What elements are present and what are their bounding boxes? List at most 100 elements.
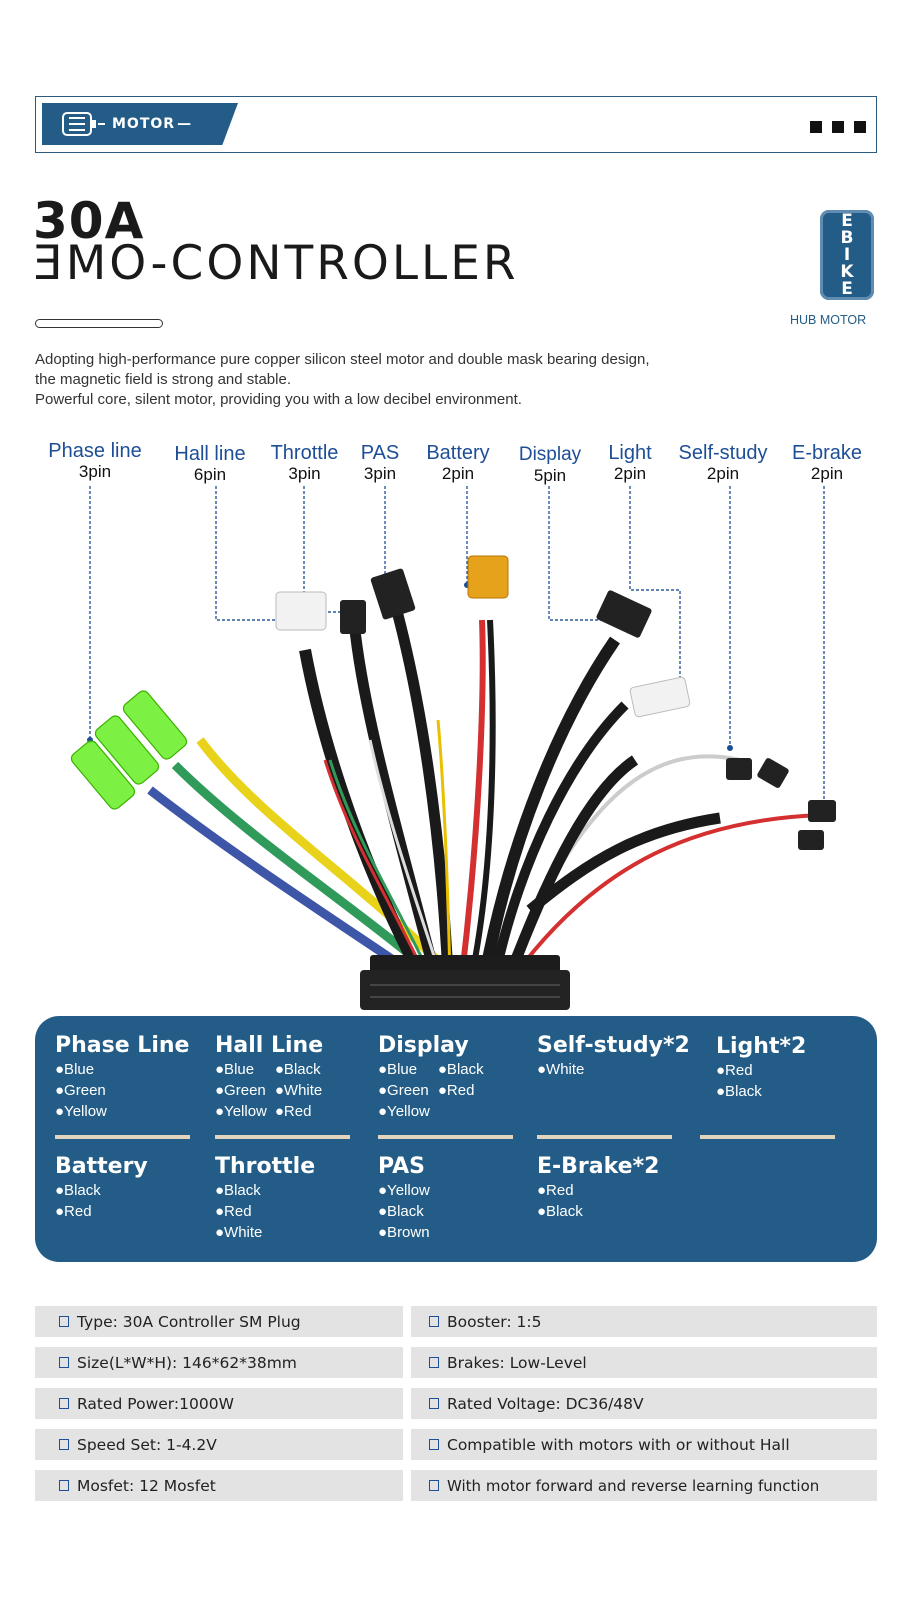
group-separator bbox=[55, 1135, 190, 1139]
checkbox-icon bbox=[429, 1398, 439, 1409]
spec-text: Booster: 1:5 bbox=[447, 1312, 542, 1331]
group-title: Hall Line bbox=[215, 1033, 324, 1058]
dot bbox=[810, 121, 822, 133]
pin-name: PAS bbox=[360, 442, 400, 464]
menu-dots bbox=[810, 121, 866, 133]
pin-name: Display bbox=[518, 444, 582, 465]
spec-text: Rated Power:1000W bbox=[77, 1394, 234, 1413]
header-banner: MOTOR — bbox=[35, 96, 877, 153]
wire-color: ●White bbox=[215, 1224, 263, 1241]
group-battery: Battery ●Black ●Red bbox=[55, 1154, 148, 1222]
pin-count: 5pin bbox=[533, 466, 567, 485]
spec-row: Booster: 1:5 bbox=[411, 1306, 877, 1337]
spec-text: Size(L*W*H): 146*62*38mm bbox=[77, 1353, 297, 1372]
wire-color: ●Red bbox=[55, 1203, 92, 1220]
group-e-brake: E-Brake*2 ●Red ●Black bbox=[537, 1154, 659, 1222]
badge-line: — bbox=[177, 116, 193, 132]
logo-letter: I bbox=[843, 244, 851, 265]
wire-color: ●Yellow bbox=[55, 1103, 107, 1120]
motor-badge: MOTOR — bbox=[42, 103, 238, 145]
checkbox-icon bbox=[59, 1316, 69, 1327]
checkbox-icon bbox=[429, 1439, 439, 1450]
title-product: ƎMO-CONTROLLER bbox=[33, 236, 519, 291]
checkbox-icon bbox=[59, 1439, 69, 1450]
controller-body bbox=[360, 955, 570, 1010]
group-separator bbox=[700, 1135, 835, 1139]
pin-label-hall: Hall line 6pin bbox=[165, 443, 255, 484]
spec-row: Speed Set: 1-4.2V bbox=[35, 1429, 403, 1460]
wire-color: ●Black bbox=[55, 1182, 101, 1199]
wire-color: ●Red bbox=[274, 1103, 312, 1120]
title-underline-pill bbox=[35, 319, 163, 328]
wire-color: ●Yellow bbox=[378, 1182, 430, 1199]
wire-color-panel bbox=[35, 1016, 877, 1262]
badge-label: MOTOR bbox=[112, 116, 176, 132]
group-separator bbox=[378, 1135, 513, 1139]
pin-name: Light bbox=[608, 442, 652, 464]
dot bbox=[832, 121, 844, 133]
pin-name: E-brake bbox=[791, 442, 863, 464]
group-hall-line: Hall Line ●Blue ●Green ●Yellow ●Black ●W… bbox=[215, 1033, 323, 1122]
wire-color: ●Black bbox=[274, 1061, 321, 1078]
spec-row: With motor forward and reverse learning … bbox=[411, 1470, 877, 1501]
wire-color: ●Blue bbox=[55, 1061, 95, 1078]
group-title: Throttle bbox=[215, 1154, 316, 1179]
pin-count: 6pin bbox=[193, 465, 227, 484]
wire-color: ●Black bbox=[716, 1083, 762, 1100]
spec-row: Size(L*W*H): 146*62*38mm bbox=[35, 1347, 403, 1378]
pin-name: Phase line bbox=[48, 440, 142, 462]
group-title: Display bbox=[378, 1033, 469, 1058]
checkbox-icon bbox=[59, 1357, 69, 1368]
pin-name: Hall line bbox=[174, 443, 246, 465]
logo-letter: E bbox=[841, 210, 853, 231]
pin-label-display: Display 5pin bbox=[512, 444, 588, 485]
wire-color: ●Red bbox=[215, 1203, 252, 1220]
spec-text: Rated Voltage: DC36/48V bbox=[447, 1394, 644, 1413]
leader-lines bbox=[89, 486, 825, 812]
wire-color: ●Blue bbox=[378, 1061, 418, 1078]
logo-letter: E bbox=[841, 278, 853, 299]
spec-row: Compatible with motors with or without H… bbox=[411, 1429, 877, 1460]
wire-color: ●Black bbox=[378, 1203, 424, 1220]
dot bbox=[854, 121, 866, 133]
spec-row: Type: 30A Controller SM Plug bbox=[35, 1306, 403, 1337]
spec-text: Brakes: Low-Level bbox=[447, 1353, 587, 1372]
pin-label-selfstudy: Self-study 2pin bbox=[668, 442, 778, 483]
group-self-study: Self-study*2 ●White bbox=[537, 1033, 690, 1080]
pin-label-phase: Phase line 3pin bbox=[40, 440, 150, 481]
group-title: PAS bbox=[378, 1154, 425, 1179]
phase-connectors bbox=[70, 690, 188, 810]
group-light: Light*2 ●Red ●Black bbox=[716, 1034, 806, 1102]
group-title: Phase Line bbox=[55, 1033, 190, 1058]
spec-text: Speed Set: 1-4.2V bbox=[77, 1435, 217, 1454]
motor-icon bbox=[62, 112, 105, 136]
description-line: Powerful core, silent motor, providing y… bbox=[35, 391, 522, 408]
pin-count: 3pin bbox=[288, 464, 321, 483]
pin-count: 3pin bbox=[363, 464, 397, 483]
hub-motor-label: HUB MOTOR bbox=[790, 313, 867, 327]
pin-label-light: Light 2pin bbox=[602, 442, 658, 483]
group-title: Battery bbox=[55, 1154, 148, 1179]
wire-color: ●Red bbox=[716, 1062, 753, 1079]
pin-count: 2pin bbox=[441, 464, 475, 483]
ebike-logo: E B I K E bbox=[820, 210, 874, 300]
spec-text: Type: 30A Controller SM Plug bbox=[77, 1312, 301, 1331]
group-title: Self-study*2 bbox=[537, 1033, 690, 1058]
pin-name: Throttle bbox=[270, 442, 339, 464]
leader-dots bbox=[87, 582, 827, 815]
wire-color: ●Green bbox=[55, 1082, 106, 1099]
spec-text: With motor forward and reverse learning … bbox=[447, 1476, 820, 1495]
spec-text: Compatible with motors with or without H… bbox=[447, 1435, 790, 1454]
wire-color: ●Yellow bbox=[215, 1103, 267, 1120]
wire-color: ●Red bbox=[537, 1182, 574, 1199]
group-title: E-Brake*2 bbox=[537, 1154, 660, 1179]
pin-count: 2pin bbox=[613, 464, 647, 483]
pin-label-ebrake: E-brake 2pin bbox=[783, 442, 871, 483]
title-amperage: 30A bbox=[33, 192, 145, 250]
spec-row: Rated Power:1000W bbox=[35, 1388, 403, 1419]
pin-name: Battery bbox=[426, 442, 490, 464]
wire-color: ●Yellow bbox=[378, 1103, 430, 1120]
group-separator bbox=[537, 1135, 672, 1139]
wire-color: ●Black bbox=[537, 1203, 583, 1220]
pin-count: 3pin bbox=[78, 462, 112, 481]
